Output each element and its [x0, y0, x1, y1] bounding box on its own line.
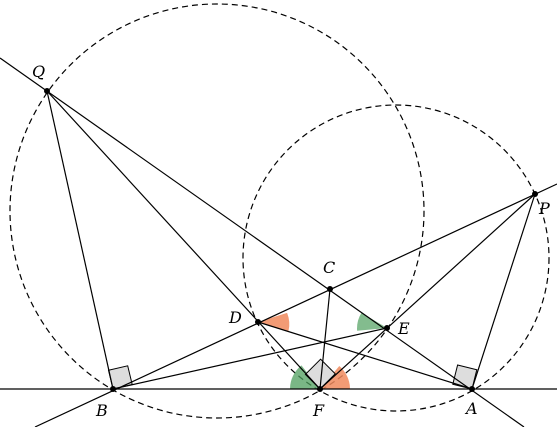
point-b [110, 386, 116, 392]
segment-p-f [319, 193, 536, 390]
segment-q-f [46, 90, 321, 390]
label-q: Q [32, 62, 45, 81]
label-c: C [323, 258, 335, 277]
angle-d-orange [258, 312, 290, 331]
point-e [384, 325, 390, 331]
line-q-a-extended [0, 57, 525, 427]
label-a: A [464, 399, 478, 418]
segment-d-a [257, 321, 473, 390]
segment-p-a [471, 193, 536, 390]
right-angle-a [452, 364, 478, 390]
label-p: P [538, 199, 550, 218]
point-p [532, 191, 538, 197]
point-f [317, 386, 323, 392]
circle-right [242, 104, 550, 412]
point-c [327, 286, 333, 292]
angle-f-green [289, 365, 320, 389]
lines [0, 57, 557, 427]
label-e: E [397, 319, 410, 338]
angle-markers [258, 312, 387, 389]
point-d [255, 319, 261, 325]
segment-b-e [112, 327, 388, 390]
angle-e-green [357, 312, 387, 331]
label-d: D [228, 308, 242, 327]
point-q [44, 88, 50, 94]
segment-c-f [319, 288, 331, 390]
angle-f-orange [320, 366, 351, 389]
points [44, 88, 538, 392]
segment-q-b [46, 90, 114, 390]
label-b: B [95, 401, 108, 420]
dashed-circles [9, 3, 550, 419]
circle-left [9, 3, 425, 419]
point-a [469, 386, 475, 392]
label-f: F [312, 401, 325, 420]
point-labels: Q P C D E B F A [32, 62, 550, 420]
